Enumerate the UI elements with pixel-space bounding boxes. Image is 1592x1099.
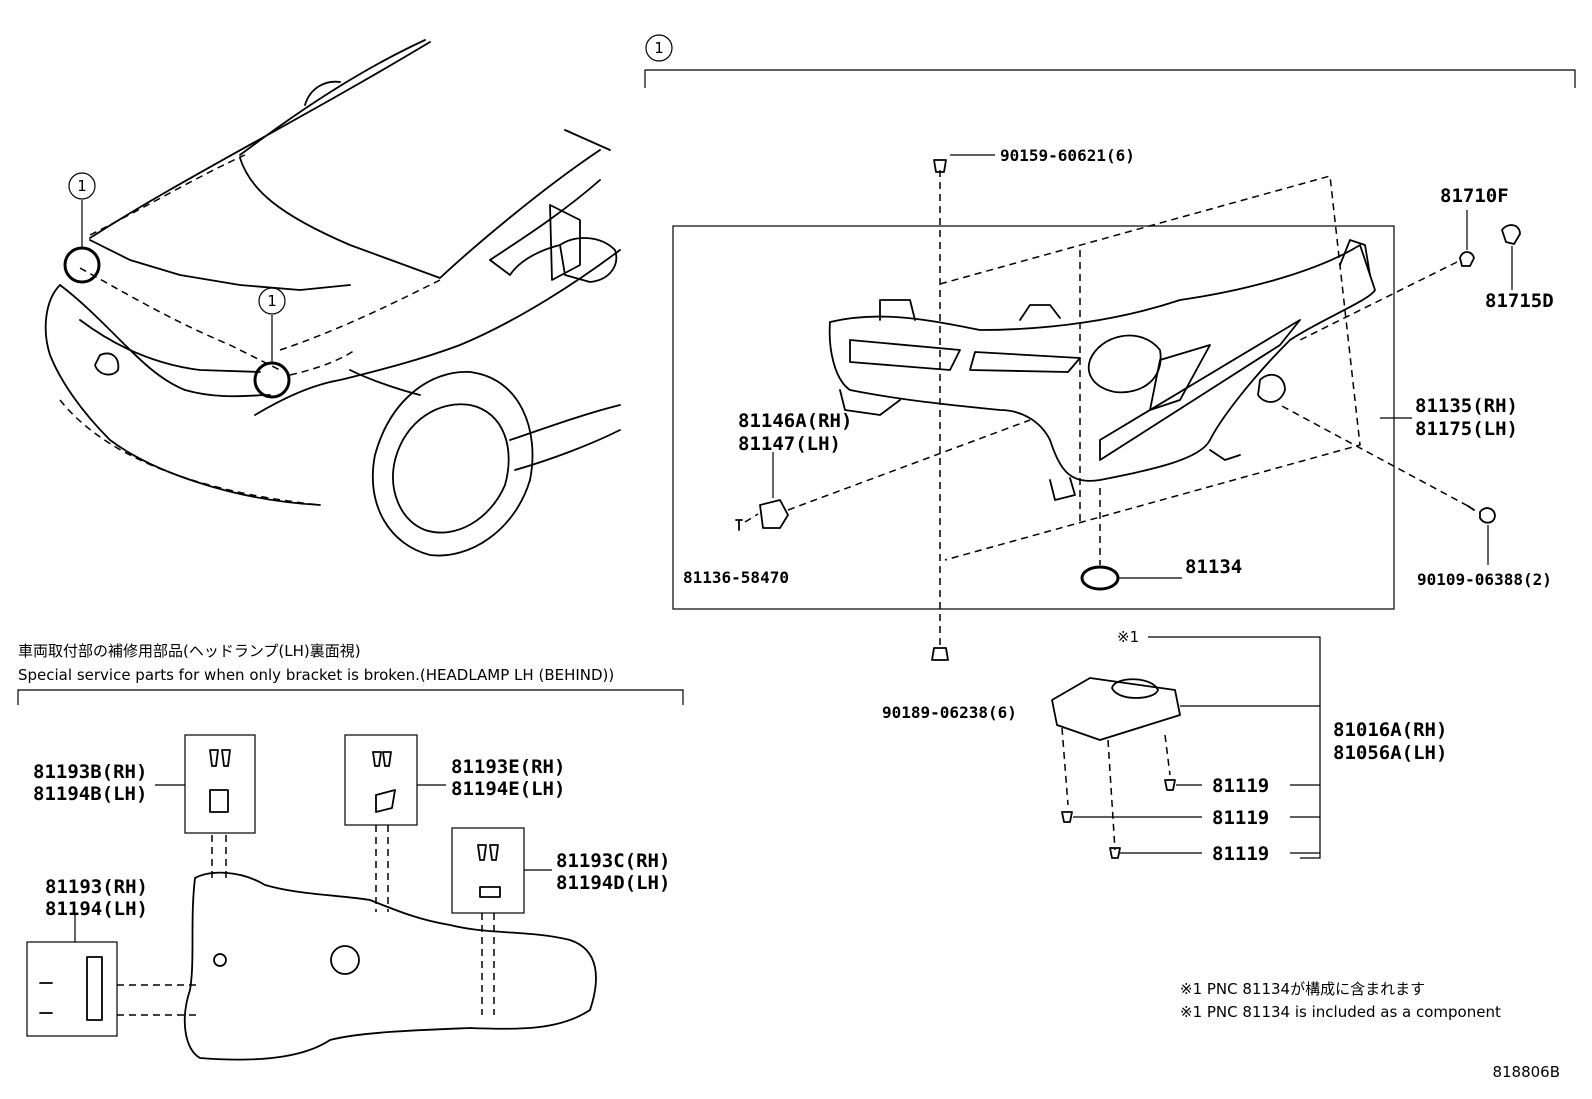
label-81146A: 81146A(RH) <box>738 410 852 432</box>
note-en: ※1 PNC 81134 is included as a component <box>1180 1003 1501 1021</box>
label-81016A: 81016A(RH) <box>1333 719 1447 741</box>
service-title-en: Special service parts for when only brac… <box>18 666 614 684</box>
label-81710F: 81710F <box>1440 185 1509 207</box>
label-90109: 90109-06388(2) <box>1417 570 1552 589</box>
label-81136: 81136-58470 <box>683 568 789 587</box>
label-81194E: 81194E(LH) <box>451 778 565 800</box>
label-81193: 81193(RH) <box>45 876 148 898</box>
label-81194: 81194(LH) <box>45 898 148 920</box>
callout-marker-1: 1 <box>77 177 87 195</box>
label-81056A: 81056A(LH) <box>1333 742 1447 764</box>
group-callout-marker: 1 <box>654 39 664 57</box>
label-81193B: 81193B(RH) <box>33 761 147 783</box>
ballast-group <box>1051 636 1321 859</box>
label-81119-a: 81119 <box>1212 775 1269 797</box>
service-title-jp: 車両取付部の補修用部品(ヘッドランプ(LH)裏面視) <box>18 642 361 660</box>
label-81134: 81134 <box>1185 556 1242 578</box>
label-81193C: 81193C(RH) <box>556 850 670 872</box>
label-81175: 81175(LH) <box>1415 418 1518 440</box>
label-90189: 90189-06238(6) <box>882 703 1017 722</box>
callout-marker-2: 1 <box>267 292 277 310</box>
label-81194D: 81194D(LH) <box>556 872 670 894</box>
headlamp-assembly-group: 1 <box>644 34 1576 661</box>
bracket-parts-group <box>17 689 684 1061</box>
label-81119-c: 81119 <box>1212 843 1269 865</box>
label-81119-b: 81119 <box>1212 807 1269 829</box>
label-81194B: 81194B(LH) <box>33 783 147 805</box>
figure-code: 818806B <box>1492 1063 1560 1081</box>
label-81147: 81147(LH) <box>738 433 841 455</box>
note-jp: ※1 PNC 81134が構成に含まれます <box>1180 980 1425 998</box>
label-81715D: 81715D <box>1485 290 1554 312</box>
asterisk-mark: ※1 <box>1117 628 1139 646</box>
label-90159: 90159-60621(6) <box>1000 146 1135 165</box>
car-front-illustration: 1 1 <box>44 39 621 557</box>
label-81135: 81135(RH) <box>1415 395 1518 417</box>
label-81193E: 81193E(RH) <box>451 756 565 778</box>
